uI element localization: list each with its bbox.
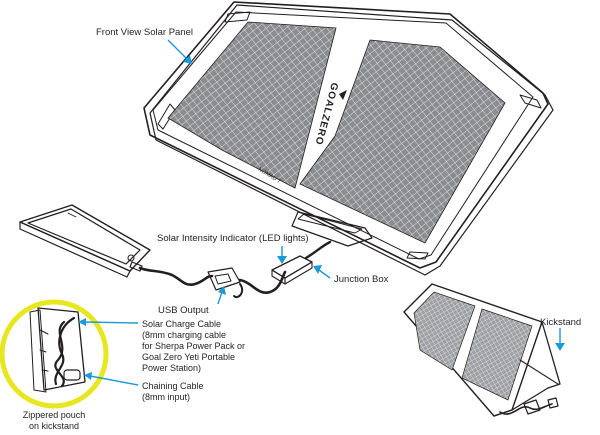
led-indicator-box [271,255,313,279]
kickstand-cells-right [461,308,533,401]
grommet-bottom [406,251,429,260]
pointer-solar-cable [83,321,139,324]
panel-frame [143,1,549,269]
pouch-highlight-ring [0,299,109,409]
pouch-inset [0,299,109,409]
goalzero-logo-icon [339,90,347,100]
pointer-chaining-cable [89,375,139,386]
label-led: Solar Intensity Indicator (LED lights) [157,233,309,244]
kickstand-leg [541,321,561,389]
pointer-front-view [167,39,189,61]
usb-output-port [207,267,241,291]
label-solar-cable-4: Goal Zero Yeti Portable [142,352,235,362]
phone-edge [19,221,131,278]
pointer-junction-box [318,269,331,279]
cables [129,240,332,298]
kickstand-cells-left [413,291,476,371]
label-solar-cable-2: (8mm charging cable [142,330,226,340]
grommet-top-left [224,11,251,23]
solar-cells-left [167,21,337,189]
label-pouch-2: on kickstand [29,421,79,431]
pouch-panel-edge [29,309,47,393]
kickstand-panel-frame [403,283,543,417]
kickstand-cable [499,403,553,415]
label-usb-output: USB Output [158,305,209,316]
label-solar-cable-1: Solar Charge Cable [142,319,221,329]
phone-screen [27,208,141,265]
kickstand-panel [403,283,561,417]
label-chaining-cable-2: (8mm input) [142,392,190,402]
chaining-cable-plug [63,369,81,381]
label-front-view: Front View Solar Panel [96,27,193,38]
label-junction-box: Junction Box [334,274,389,285]
labels: Front View Solar Panel Solar Intensity I… [23,27,581,431]
label-chaining-cable-1: Chaining Cable [142,381,204,391]
panel-inner-rim [152,11,534,260]
pouch-body [37,307,86,391]
home-button-icon [127,254,135,262]
junction-box-housing [291,211,373,247]
grommet-right [519,94,542,109]
panel-frame-shadow [149,4,554,276]
label-solar-cable-3: for Sherpa Power Pack or [142,341,245,351]
junction-box-lid [297,213,363,234]
smartphone [19,204,151,278]
solar-cells-right [299,39,506,244]
label-solar-cable-5: Power Station) [142,363,201,373]
label-pouch-1: Zippered pouch [23,410,86,420]
pointers [78,39,565,386]
usb-plug [129,261,143,272]
usb-cap-strap [233,283,244,298]
pointer-usb-output [217,291,223,305]
phone-speaker [67,212,77,218]
label-kickstand: Kickstand [540,317,581,328]
